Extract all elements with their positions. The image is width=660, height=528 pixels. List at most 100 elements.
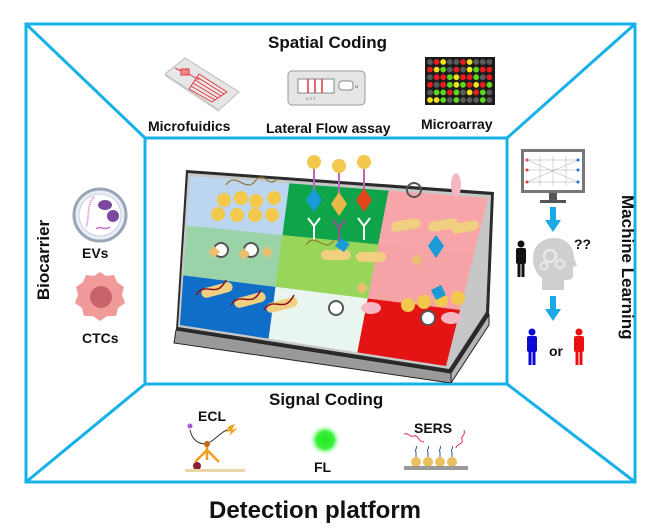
microarray-spot bbox=[446, 59, 453, 65]
or-label: or bbox=[549, 343, 563, 359]
question-marks: ?? bbox=[574, 236, 592, 252]
exosome-beads-icon bbox=[208, 242, 273, 260]
microarray-spot bbox=[440, 74, 447, 81]
microarray-spot bbox=[453, 66, 460, 73]
frame-diagonal-top-right bbox=[506, 22, 636, 140]
microarray-spot bbox=[453, 74, 460, 81]
mixed-probes-icon bbox=[305, 238, 386, 316]
ctcs-label: CTCs bbox=[82, 330, 119, 346]
svg-text:U T T: U T T bbox=[306, 96, 316, 101]
multiplex-detection-chip bbox=[173, 155, 494, 383]
microarray-spot bbox=[440, 81, 447, 88]
microarray-spot bbox=[473, 59, 480, 65]
microarray-icon bbox=[425, 57, 495, 105]
microarray-spot bbox=[460, 97, 466, 103]
person-red-icon bbox=[574, 328, 584, 365]
person-unknown-icon bbox=[516, 240, 526, 277]
arrow-down-icon bbox=[545, 207, 561, 232]
chip-tile-r0-c1 bbox=[282, 183, 389, 245]
chip-tile-r1-c0 bbox=[183, 225, 283, 287]
microarray-spot bbox=[433, 66, 440, 73]
microarray-spot bbox=[460, 59, 466, 65]
machine-learning-title: Machine Learning bbox=[618, 195, 637, 340]
microarray-spot bbox=[486, 66, 493, 73]
microarray-spot bbox=[433, 89, 440, 96]
microarray-spot bbox=[446, 74, 453, 81]
microarray-background bbox=[425, 57, 495, 105]
arrow-down-icon bbox=[545, 296, 561, 321]
microarray-spot bbox=[427, 74, 433, 81]
microarray-spot bbox=[486, 97, 493, 103]
microarray-spot bbox=[453, 97, 460, 103]
spatial-coding-title: Spatial Coding bbox=[268, 33, 387, 52]
microarray-spot bbox=[479, 74, 486, 81]
lateral-flow-label: Lateral Flow assay bbox=[266, 120, 391, 136]
ecl-label: ECL bbox=[198, 408, 226, 424]
microfluidic-chip-icon bbox=[164, 57, 240, 112]
microarray-spot bbox=[486, 89, 493, 96]
figure-title: Detection platform bbox=[209, 497, 422, 524]
svg-text:M: M bbox=[355, 84, 358, 89]
microarray-spot bbox=[433, 97, 440, 103]
microarray-spot bbox=[479, 81, 486, 88]
evs-label: EVs bbox=[82, 245, 109, 261]
microarray-spot bbox=[479, 66, 486, 73]
circulating-tumor-cell-icon bbox=[75, 272, 125, 321]
microarray-spot bbox=[473, 97, 480, 103]
microarray-spot bbox=[479, 59, 486, 65]
lateral-flow-strip-icon: U T T M bbox=[287, 70, 366, 106]
chip-tile-r1-c1 bbox=[275, 235, 379, 299]
inner-frame bbox=[143, 136, 509, 386]
microarray-spot bbox=[446, 89, 453, 96]
microarray-spot bbox=[427, 81, 433, 88]
microarray-spot bbox=[446, 97, 453, 103]
microarray-spot bbox=[473, 66, 480, 73]
microarray-spot bbox=[440, 89, 447, 96]
biocarrier-title: Biocarrier bbox=[34, 219, 53, 301]
chip-tile-r1-c2 bbox=[367, 244, 474, 310]
microarray-spot bbox=[446, 81, 453, 88]
outer-frame bbox=[24, 22, 637, 484]
sers-label: SERS bbox=[414, 420, 453, 436]
microarray-spot bbox=[486, 81, 493, 88]
microarray-spot bbox=[473, 74, 480, 81]
nanorods-icon bbox=[391, 173, 479, 234]
gold-nanoparticles-icon bbox=[211, 176, 281, 222]
microarray-spot bbox=[460, 81, 466, 88]
microarray-spot bbox=[479, 89, 486, 96]
microarray-spot bbox=[466, 89, 473, 96]
microarray-spot bbox=[427, 97, 433, 103]
ecl-antibody-icon bbox=[185, 423, 245, 472]
frame-diagonal-top-left bbox=[24, 22, 147, 140]
microarray-spot bbox=[466, 81, 473, 88]
microarray-spot bbox=[433, 74, 440, 81]
sers-substrate-icon bbox=[404, 429, 468, 470]
chip-tile-r0-c0 bbox=[186, 176, 290, 236]
microarray-spot bbox=[460, 89, 466, 96]
extracellular-vesicle-icon bbox=[72, 187, 128, 243]
microarray-spot bbox=[440, 59, 447, 65]
frame-diagonal-bottom-right bbox=[506, 382, 636, 484]
microarray-spot bbox=[460, 66, 466, 73]
person-blue-icon bbox=[527, 328, 537, 365]
red-panel-probes-icon bbox=[401, 235, 465, 326]
frame-diagonal-bottom-left bbox=[25, 382, 146, 484]
microarray-spot bbox=[466, 59, 473, 65]
signal-coding-title: Signal Coding bbox=[269, 390, 384, 409]
microarray-spot bbox=[466, 97, 473, 103]
microarray-spot bbox=[486, 74, 493, 81]
dna-nanorods-icon bbox=[195, 279, 298, 313]
antibody-antigen-icon bbox=[306, 155, 372, 244]
microarray-spot bbox=[466, 74, 473, 81]
microarray-spot bbox=[453, 81, 460, 88]
microarray-spot bbox=[486, 59, 493, 65]
microarray-spot bbox=[453, 59, 460, 65]
microarray-spot bbox=[460, 74, 466, 81]
microfluidics-label: Microfuidics bbox=[148, 118, 231, 134]
microarray-spot bbox=[473, 81, 480, 88]
microarray-spot bbox=[446, 66, 453, 73]
microarray-spot bbox=[453, 89, 460, 96]
microarray-spot bbox=[427, 89, 433, 96]
microarray-spot bbox=[433, 81, 440, 88]
microarray-spot bbox=[433, 59, 440, 65]
